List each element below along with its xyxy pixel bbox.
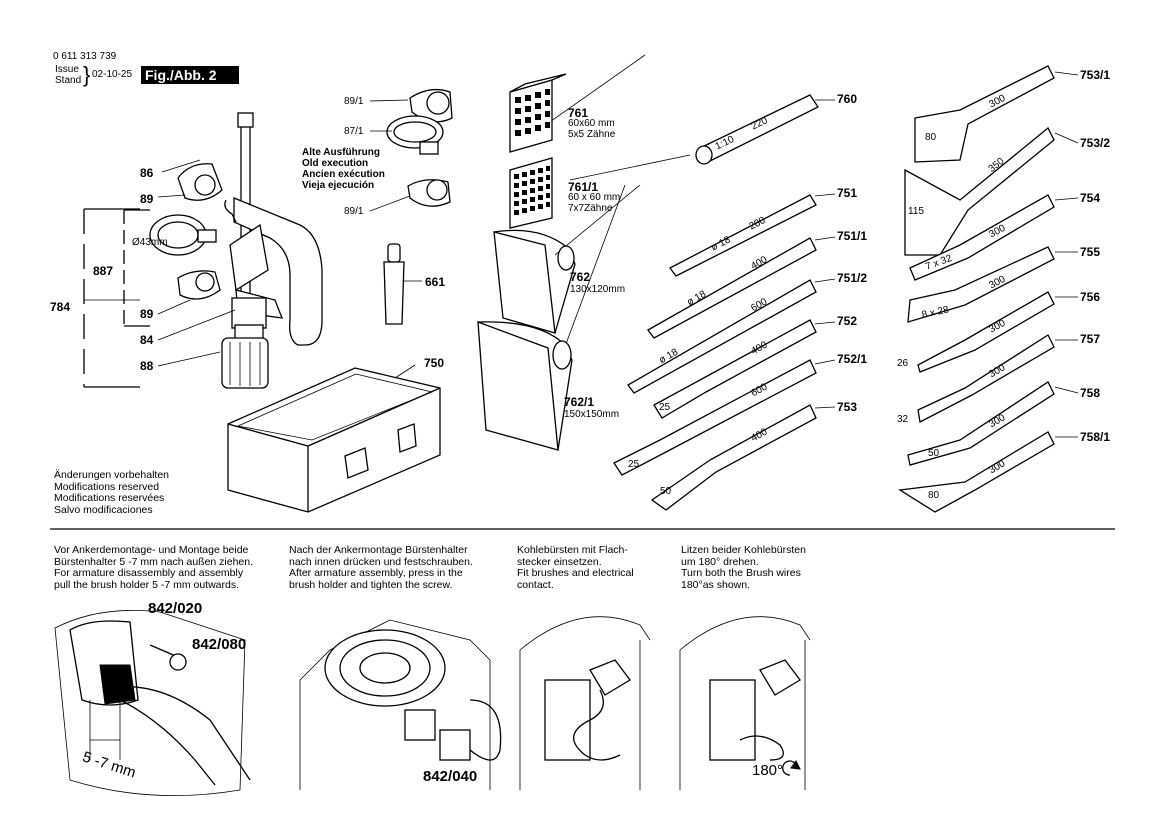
step3-illustration — [519, 616, 651, 790]
part-762: 762 — [570, 270, 591, 284]
part-number: 0 611 313 739 — [53, 51, 117, 62]
part-752-1: 752/1 — [837, 352, 868, 366]
part-755: 755 — [1080, 245, 1101, 259]
mark-50-758: 50 — [928, 448, 940, 459]
issue-label: Issue — [55, 64, 79, 75]
mark-26: 26 — [897, 358, 909, 369]
part-88: 88 — [140, 359, 154, 373]
part-760: 760 — [837, 92, 858, 106]
part-761-size: 60x60 mm — [568, 118, 615, 129]
step1-illustration — [54, 610, 251, 797]
tamping-plates — [477, 229, 576, 451]
part-842-040: 842/040 — [423, 768, 478, 785]
mark-25-752-1: 25 — [628, 459, 640, 470]
part-753: 753 — [837, 400, 858, 414]
stand-label: Stand — [55, 75, 82, 86]
part-87-1: 87/1 — [344, 126, 364, 137]
part-761-1: 761/1 — [568, 180, 599, 194]
mark-25-752: 25 — [659, 402, 671, 413]
part-842-080: 842/080 — [192, 636, 247, 653]
part-761: 761 — [568, 106, 589, 120]
chisel-751-1 — [647, 236, 836, 339]
old-execution-clamps — [369, 88, 453, 212]
part-751: 751 — [837, 186, 858, 200]
rotation-180-label: 180° — [752, 762, 784, 779]
chisel-752-1 — [613, 359, 836, 476]
part-887: 887 — [93, 264, 114, 278]
issue-brace: } — [83, 62, 91, 87]
part-762-1: 762/1 — [564, 395, 595, 409]
part-761-1-size: 60 x 60 mm — [568, 192, 621, 203]
chisel-758 — [907, 381, 1079, 466]
step4-illustration — [679, 616, 811, 790]
chisel-756 — [917, 291, 1078, 373]
chisel-753-1 — [914, 65, 1079, 163]
grease-tube — [383, 243, 422, 325]
part-756: 756 — [1080, 290, 1101, 304]
bushing-heads — [509, 73, 567, 229]
part-753-2: 753/2 — [1080, 136, 1111, 150]
mark-32: 32 — [897, 414, 909, 425]
part-754: 754 — [1080, 191, 1101, 205]
adapter-760 — [695, 94, 835, 165]
chisel-757 — [917, 334, 1078, 423]
part-758: 758 — [1080, 386, 1101, 400]
part-751-2: 751/2 — [837, 271, 868, 285]
chisel-754 — [909, 194, 1079, 281]
changes-reserved-note: Änderungen vorbehalten Modifications res… — [54, 469, 170, 516]
part-758-1: 758/1 — [1080, 430, 1111, 444]
part-784: 784 — [50, 300, 71, 314]
part-753-1: 753/1 — [1080, 68, 1111, 82]
part-761-1-teeth: 7x7Zähne — [568, 203, 613, 214]
part-89-1-bottom: 89/1 — [344, 206, 364, 217]
part-661: 661 — [425, 275, 446, 289]
mark-80-753-1: 80 — [925, 132, 937, 143]
part-762-size: 130x120mm — [570, 284, 626, 295]
carrying-case — [227, 364, 441, 513]
part-751-1: 751/1 — [837, 229, 868, 243]
figure-label: Fig./Abb. 2 — [141, 66, 239, 84]
step2-illustration — [299, 619, 502, 790]
part-750: 750 — [424, 356, 445, 370]
chisel-753-2 — [904, 126, 1079, 256]
part-84: 84 — [140, 333, 154, 347]
chisel-752 — [653, 319, 836, 419]
chisel-751 — [669, 193, 836, 277]
part-89-1-top: 89/1 — [344, 96, 364, 107]
part-86: 86 — [140, 166, 154, 180]
part-752: 752 — [837, 314, 858, 328]
chisel-755 — [907, 246, 1078, 323]
part-762-1-size: 150x150mm — [564, 409, 620, 420]
part-89-top: 89 — [140, 192, 154, 206]
side-handle-assembly — [83, 112, 323, 389]
mark-50-753: 50 — [660, 486, 672, 497]
diameter-43: Ø43mm — [132, 237, 168, 248]
old-execution-label: Alte Ausführung Old execution Ancien exé… — [302, 147, 385, 191]
part-757: 757 — [1080, 332, 1101, 346]
chisel-758-1 — [898, 431, 1078, 513]
part-842-020: 842/020 — [148, 600, 203, 617]
chisel-751-2 — [627, 278, 836, 394]
chisel-753 — [650, 404, 836, 511]
part-89-bottom: 89 — [140, 307, 154, 321]
issue-date: 02-10-25 — [92, 69, 133, 80]
mark-80-758-1: 80 — [928, 490, 940, 501]
mark-115: 115 — [908, 206, 924, 217]
instruction-3: Kohlebürsten mit Flach-stecker einsetzen… — [517, 544, 634, 591]
part-761-teeth: 5x5 Zähne — [568, 129, 616, 140]
